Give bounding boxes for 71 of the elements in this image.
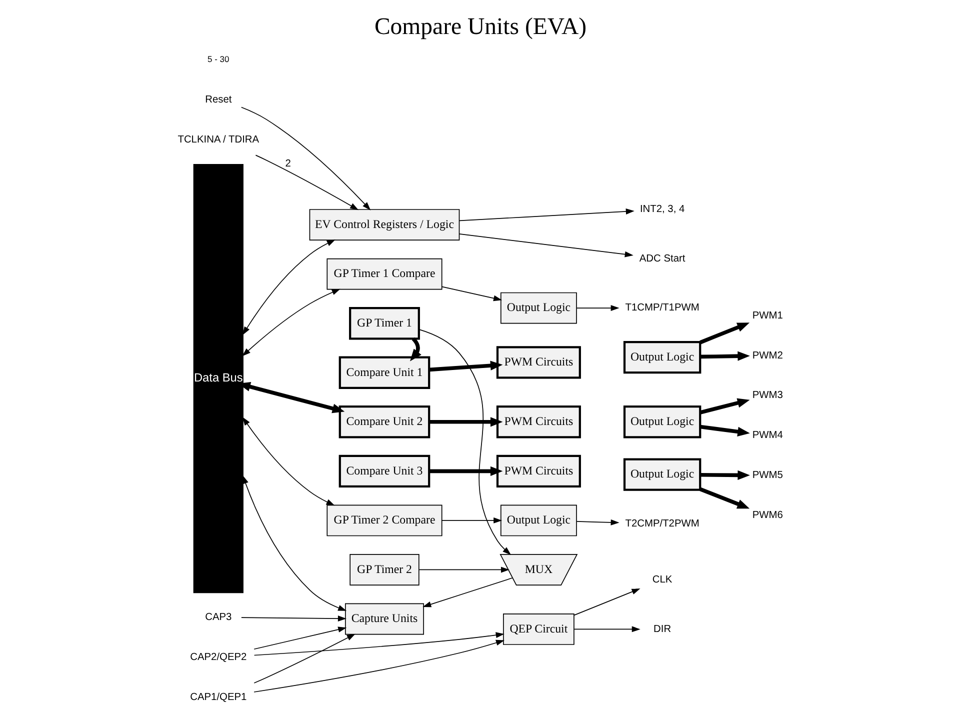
node-box: GP Timer 2 Compare	[326, 504, 442, 536]
arrow	[428, 360, 502, 372]
node-text: PWM2	[752, 350, 782, 362]
node-text: CAP1/QEP1	[190, 692, 246, 703]
arrow	[253, 634, 355, 684]
node-text: T2CMP/T2PWM	[624, 518, 699, 530]
node-text: CAP3	[204, 612, 232, 623]
node-box: GP Timer 1 Compare	[326, 258, 442, 290]
node-text: CAP2/QEP2	[190, 652, 246, 663]
node-text: PWM5	[752, 470, 782, 482]
arrow	[458, 233, 633, 258]
arrow	[410, 337, 421, 362]
arrow	[253, 632, 504, 656]
arrow	[699, 487, 750, 509]
node-box: GP Timer 2	[349, 554, 419, 586]
node-box: Output Logic	[500, 504, 576, 536]
arrow	[440, 517, 502, 524]
arrow	[576, 305, 619, 312]
node-text: DIR	[653, 624, 671, 635]
arrow	[458, 208, 634, 222]
label: 5 - 30	[207, 54, 229, 64]
arrow	[700, 470, 750, 480]
node-box: PWM Circuits	[496, 346, 580, 379]
arrow	[242, 288, 340, 356]
arrow	[573, 626, 640, 632]
arrow	[242, 240, 335, 336]
arrow	[440, 286, 502, 302]
node-text: PWM4	[752, 430, 782, 442]
arrow	[253, 626, 346, 650]
node-box: Data Bus	[192, 164, 243, 594]
node-text: INT2, 3, 4	[639, 204, 684, 216]
arrow	[418, 566, 509, 573]
node-box: PWM Circuits	[496, 454, 580, 488]
arrow	[699, 398, 750, 414]
node-text: T1CMP/T1PWM	[624, 302, 699, 314]
arrow	[573, 588, 640, 616]
node-box: PWM Circuits	[496, 406, 580, 438]
node-text: TCLKINA / TDIRA	[177, 134, 259, 146]
arrow	[422, 577, 512, 608]
arrow	[699, 322, 750, 344]
node-box: Compare Unit 3	[338, 454, 430, 488]
node-text: Reset	[204, 94, 232, 106]
arrow	[240, 106, 370, 210]
arrow	[253, 640, 504, 692]
node-box: Output Logic	[622, 458, 701, 491]
node-box: EV Control Registers / Logic	[308, 209, 460, 241]
node-text: PWM3	[752, 390, 782, 402]
node-text: ADC Start	[638, 253, 685, 264]
diagram-title: Compare Units (EVA)	[374, 14, 586, 40]
node-text: PWM6	[752, 510, 782, 521]
node-box: Compare Unit 2	[338, 406, 430, 438]
node-box: Output Logic	[622, 406, 701, 438]
arrow	[700, 351, 750, 361]
arrow	[428, 466, 502, 476]
node-box: GP Timer 1	[348, 306, 420, 340]
arrow	[254, 154, 358, 210]
node-box: Output Logic	[500, 292, 576, 324]
node-box: QEP Circuit	[502, 613, 574, 645]
node-box: Compare Unit 1	[338, 356, 430, 389]
arrow	[242, 416, 334, 506]
node-text: PWM1	[752, 310, 782, 322]
arrow	[418, 329, 511, 555]
node-box: Output Logic	[622, 340, 701, 374]
arrow	[700, 424, 750, 436]
arrow	[428, 417, 502, 427]
arrow	[576, 519, 619, 526]
arrow	[240, 616, 346, 622]
arrow	[242, 475, 346, 611]
node-text: CLK	[652, 574, 672, 586]
node-box: Capture Units	[344, 603, 424, 635]
edge-label: 2	[284, 158, 290, 170]
